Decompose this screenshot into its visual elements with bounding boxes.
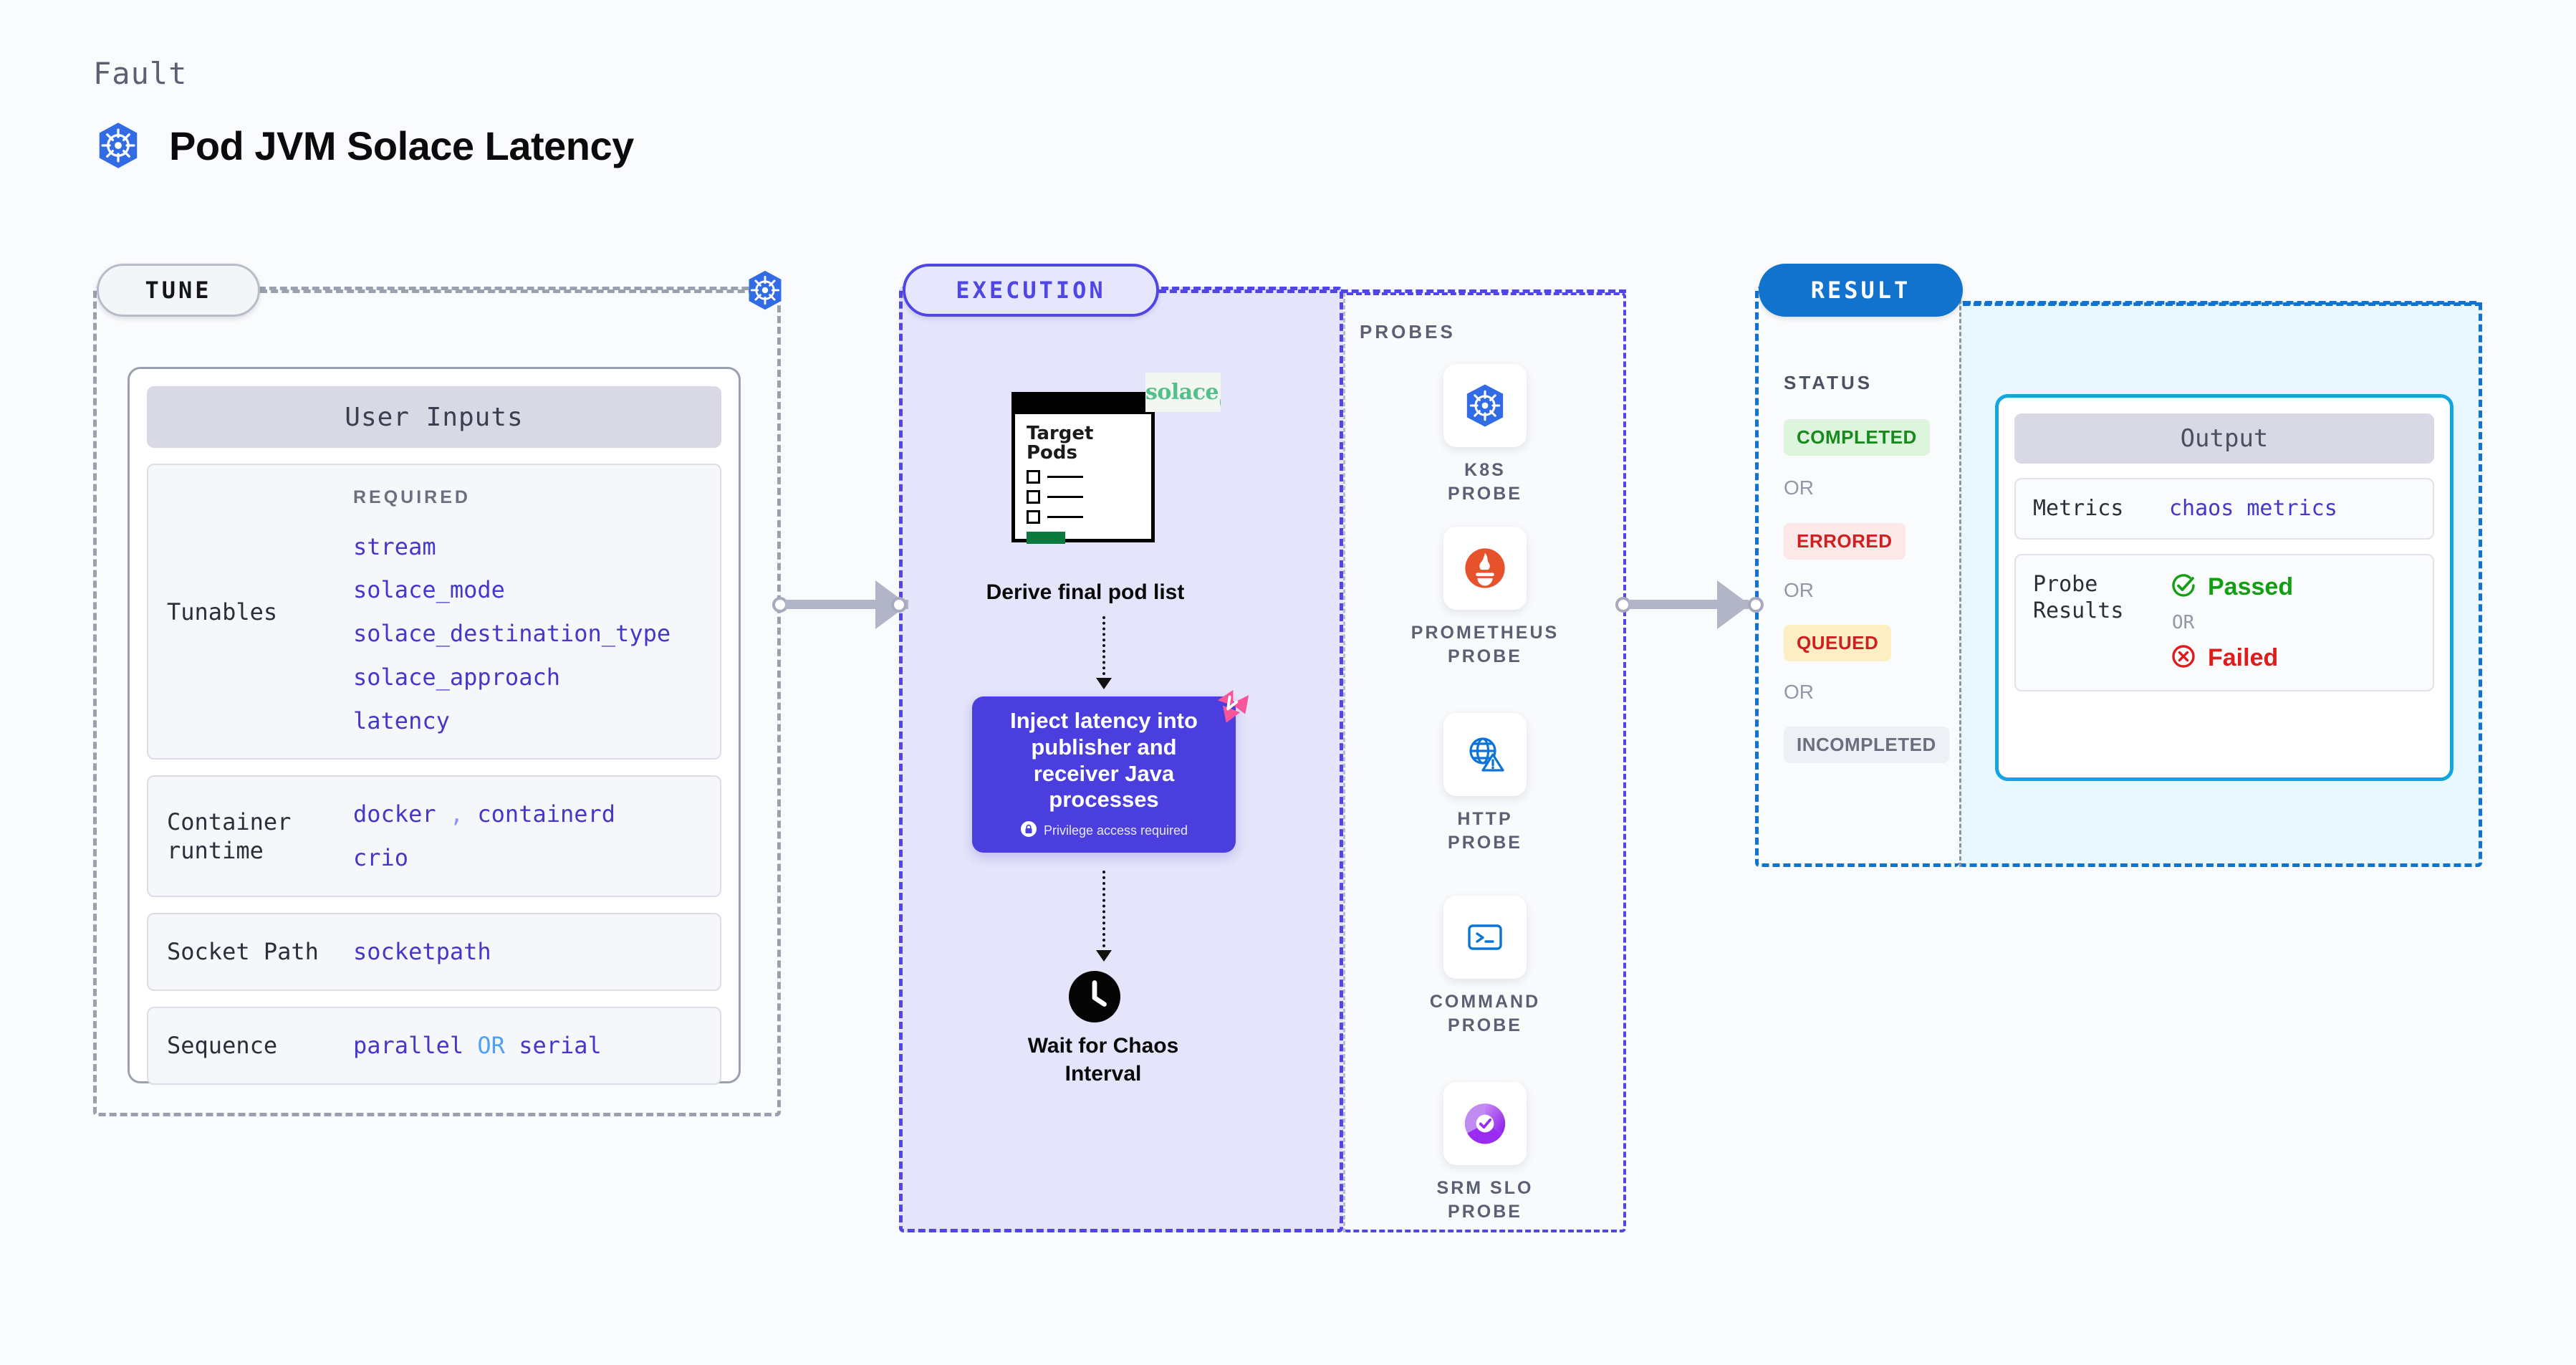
container-runtime-label: Container runtime <box>167 808 292 865</box>
status-or-3: OR <box>1784 681 1814 703</box>
probe-label: K8S PROBE <box>1448 460 1522 504</box>
socket-path-label: Socket Path <box>167 938 319 966</box>
status-badge-errored: ERRORED <box>1784 523 1905 560</box>
inject-latency-step: Inject latency into publisher and receiv… <box>972 696 1236 853</box>
tunable-stream: stream <box>353 532 436 560</box>
required-label: REQUIRED <box>353 487 471 507</box>
kubernetes-icon <box>1443 364 1527 447</box>
arrow-line-2 <box>1102 871 1105 953</box>
privilege-note-text: Privilege access required <box>1043 823 1188 838</box>
solace-logo: solace <box>1145 373 1221 412</box>
metrics-row: Metrics chaos metrics <box>2014 478 2434 540</box>
probe-results-values: Passed OR Failed <box>2169 571 2293 674</box>
check-circle-icon <box>2169 571 2198 603</box>
kubernetes-icon <box>93 120 143 171</box>
passed-label: Passed <box>2208 573 2294 600</box>
probe-command[interactable]: COMMAND PROBE <box>1429 896 1541 1037</box>
target-pods-title-2: Pods <box>1027 442 1078 464</box>
stage-pill-tune[interactable]: TUNE <box>97 264 260 317</box>
target-pods-doc-icon: Target Pods <box>1011 392 1155 544</box>
probe-prometheus[interactable]: PROMETHEUS PROBE <box>1411 527 1557 668</box>
tunables-values: REQUIRED stream solace_mode solace_desti… <box>353 481 671 742</box>
sequence-parallel: parallel <box>353 1031 464 1059</box>
execution-top-line <box>1159 289 1626 293</box>
sequence-row: Sequence parallel OR serial <box>147 1006 721 1085</box>
sequence-label: Sequence <box>167 1032 278 1060</box>
arrow-line-1 <box>1102 616 1105 681</box>
runtime-separator: , <box>449 800 464 828</box>
probe-label: PROMETHEUS PROBE <box>1410 623 1559 666</box>
probe-results-row: Probe Results Passed OR <box>2014 553 2434 691</box>
sequence-or: OR <box>477 1031 505 1059</box>
prometheus-icon <box>1443 527 1527 610</box>
tunable-latency: latency <box>353 707 450 734</box>
probe-label: COMMAND PROBE <box>1429 992 1541 1035</box>
status-badge-incompleted: INCOMPLETED <box>1784 727 1949 763</box>
output-title: Output <box>2014 413 2434 464</box>
privilege-note: Privilege access required <box>1020 820 1188 841</box>
solace-wordmark: solace <box>1145 380 1219 405</box>
result-divider <box>1959 287 1961 867</box>
socket-path-value: socketpath <box>353 938 491 966</box>
result-status-panel <box>1755 287 1959 867</box>
clock-icon <box>1069 971 1120 1022</box>
probe-k8s[interactable]: K8S PROBE <box>1429 364 1541 505</box>
arrow-head-1 <box>1096 678 1112 689</box>
x-circle-icon <box>2169 642 2198 674</box>
stage-pill-execution[interactable]: EXECUTION <box>903 264 1159 317</box>
stage-pill-result[interactable]: RESULT <box>1759 264 1963 317</box>
failed-label: Failed <box>2208 643 2279 671</box>
output-card: Output Metrics chaos metrics Probe Resul… <box>1995 394 2454 781</box>
tune-top-line <box>260 289 766 293</box>
derive-pod-list-caption: Derive final pod list <box>986 580 1185 604</box>
user-inputs-title: User Inputs <box>147 386 721 448</box>
http-globe-warning-icon <box>1443 713 1527 796</box>
litmus-chaos-icon <box>1211 686 1252 732</box>
tunable-solace-destination-type: solace_destination_type <box>353 620 671 648</box>
sequence-serial: serial <box>519 1031 602 1059</box>
status-badge-completed: COMPLETED <box>1784 419 1930 456</box>
status-badge-queued: QUEUED <box>1784 625 1892 661</box>
metrics-value: chaos metrics <box>2169 496 2337 522</box>
page-eyebrow: Fault <box>93 56 188 91</box>
probe-http[interactable]: HTTP PROBE <box>1429 713 1541 854</box>
sequence-values: parallel OR serial <box>353 1024 602 1068</box>
wait-chaos-interval-caption: Wait for Chaos Interval <box>1027 1034 1179 1086</box>
user-inputs-card: User Inputs Tunables REQUIRED stream sol… <box>128 367 741 1085</box>
probe-result-passed: Passed <box>2169 571 2293 603</box>
probe-results-label: Probe Results <box>2033 571 2124 624</box>
container-runtime-row: Container runtime docker , containerd cr… <box>147 775 721 898</box>
socket-path-row: Socket Path socketpath <box>147 913 721 991</box>
probe-label: SRM SLO PROBE <box>1436 1178 1534 1222</box>
result-top-line <box>1963 302 2482 306</box>
tunable-solace-mode: solace_mode <box>353 576 505 604</box>
srm-slo-icon <box>1443 1082 1527 1165</box>
probes-title: PROBES <box>1360 321 1456 343</box>
probe-label: HTTP PROBE <box>1448 809 1522 853</box>
probe-srm-slo[interactable]: SRM SLO PROBE <box>1429 1082 1541 1223</box>
status-or-1: OR <box>1784 476 1814 499</box>
probes-divider <box>1343 292 1345 1232</box>
inject-latency-text: Inject latency into publisher and receiv… <box>1010 708 1198 813</box>
runtime-crio: crio <box>353 844 409 872</box>
status-or-2: OR <box>1784 579 1814 601</box>
runtime-containerd: containerd <box>477 800 616 828</box>
terminal-icon <box>1443 896 1527 979</box>
probe-result-failed: Failed <box>2169 642 2293 674</box>
page-title-row: Pod JVM Solace Latency <box>93 120 634 171</box>
kubernetes-icon <box>744 269 787 315</box>
status-title: STATUS <box>1784 372 1873 393</box>
lock-icon <box>1020 820 1037 841</box>
runtime-docker: docker <box>353 800 436 828</box>
target-pods-title-1: Target <box>1027 423 1094 444</box>
tunable-solace-approach: solace_approach <box>353 663 560 691</box>
container-runtime-values: docker , containerd crio <box>353 792 615 880</box>
page-title: Pod JVM Solace Latency <box>169 123 634 168</box>
probe-result-or: OR <box>2172 611 2195 633</box>
metrics-label: Metrics <box>2033 496 2124 521</box>
tunables-label: Tunables <box>167 598 278 626</box>
tunables-row: Tunables REQUIRED stream solace_mode sol… <box>147 464 721 760</box>
arrow-head-2 <box>1096 950 1112 962</box>
